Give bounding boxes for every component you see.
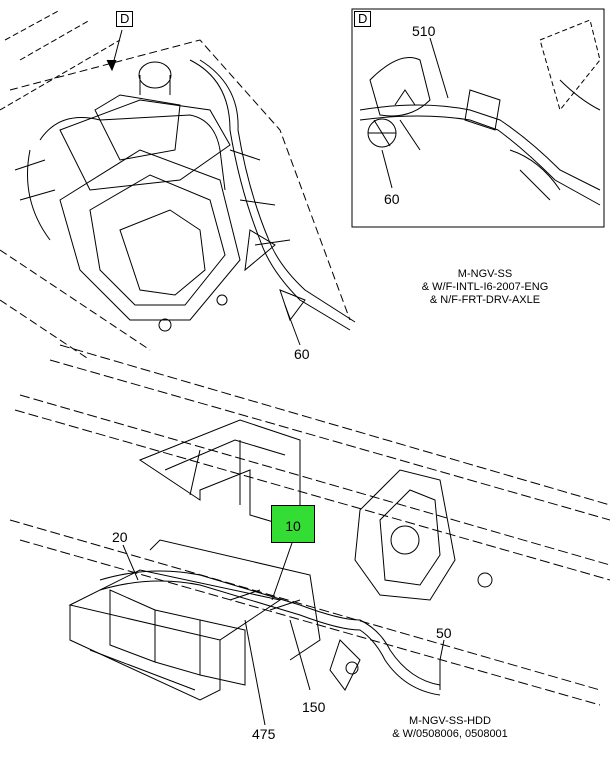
- note-top-line1: M-NGV-SS: [457, 268, 513, 280]
- leader-50: [439, 639, 445, 661]
- engine-assembly-drawing: [0, 9, 356, 361]
- callout-20: 20: [112, 529, 128, 545]
- callout-150: 150: [302, 699, 326, 715]
- note-top-line2: & W/F-INTL-I6-2007-ENG: [421, 281, 549, 293]
- leader-top-60: [284, 304, 301, 346]
- note-bottom-line2: & W/0508006, 0508001: [392, 728, 508, 740]
- callout-detail-60: 60: [384, 191, 400, 207]
- leader-150: [289, 619, 311, 691]
- callout-50: 50: [436, 625, 452, 641]
- frame-rails-drawing: [9, 344, 610, 706]
- callout-510: 510: [412, 23, 436, 39]
- leader-20: [122, 544, 139, 581]
- callout-10-label: 10: [285, 518, 301, 534]
- note-top-line3: & N/F-FRT-DRV-AXLE: [429, 294, 541, 306]
- battery-box-drawing: [68, 539, 441, 701]
- leader-475: [244, 619, 266, 726]
- detail-view-frame: [351, 8, 605, 228]
- leader-10: [271, 542, 293, 601]
- callout-top-60: 60: [294, 346, 310, 362]
- leader-510: [429, 37, 449, 99]
- detail-view-letter-d: D: [354, 11, 372, 27]
- detail-view-drawing: [359, 19, 601, 206]
- leader-detail-60: [381, 149, 393, 189]
- callout-475: 475: [252, 726, 276, 742]
- main-view-letter-d: D: [116, 11, 134, 27]
- note-bottom-line1: M-NGV-SS-HDD: [409, 715, 491, 727]
- note-top: M-NGV-SS & W/F-INTL-I6-2007-ENG & N/F-FR…: [400, 268, 570, 307]
- note-bottom: M-NGV-SS-HDD & W/0508006, 0508001: [365, 715, 535, 741]
- highlighted-callout-10[interactable]: 10: [271, 505, 315, 543]
